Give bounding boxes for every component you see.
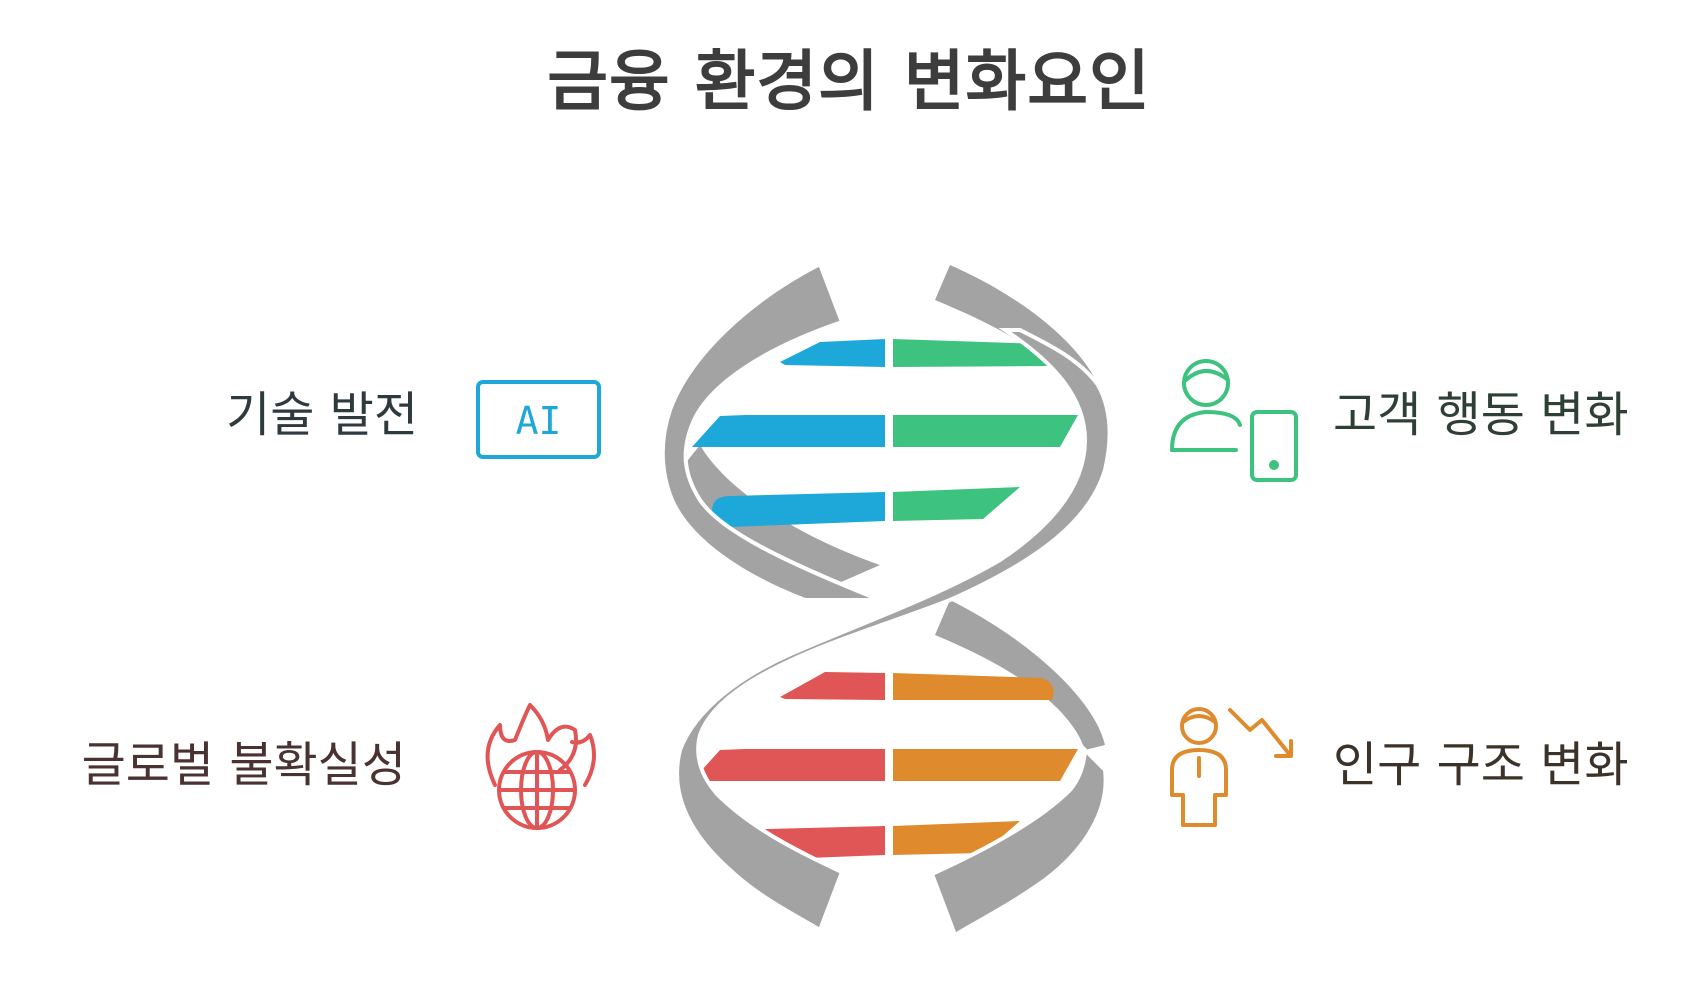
factor-label-customer: 고객 행동 변화 [1333, 387, 1629, 443]
rungs-top [692, 339, 1078, 527]
person-decline-arrow-icon [1170, 707, 1293, 827]
burning-globe-icon [485, 703, 596, 830]
rung-left-1 [780, 339, 885, 367]
rung-left-4 [780, 672, 885, 700]
page-title: 금융 환경의 변화요인 [547, 43, 1151, 120]
rung-left-2 [692, 415, 885, 447]
helix-strand-front [660, 261, 1112, 938]
ai-chip-icon: AI [476, 380, 601, 459]
person-with-phone-icon [1170, 359, 1298, 482]
factor-label-global: 글로벌 불확실성 [81, 737, 406, 793]
factor-label-population: 인구 구조 변화 [1333, 737, 1629, 793]
rung-left-5 [692, 749, 885, 781]
ai-chip-text: AI [516, 399, 562, 443]
rung-right-2 [893, 415, 1078, 447]
helix-segment [660, 261, 881, 602]
rung-right-4 [893, 673, 1054, 700]
rung-right-5 [893, 749, 1078, 781]
helix-segment [675, 328, 1112, 933]
dna-helix [660, 261, 1112, 938]
helix-segment [929, 745, 1108, 938]
rung-right-3 [893, 487, 1020, 521]
rung-left-3 [712, 492, 885, 527]
factor-label-technology: 기술 발전 [226, 387, 418, 443]
rung-right-1 [893, 339, 1054, 367]
helix-segment [935, 600, 1105, 750]
